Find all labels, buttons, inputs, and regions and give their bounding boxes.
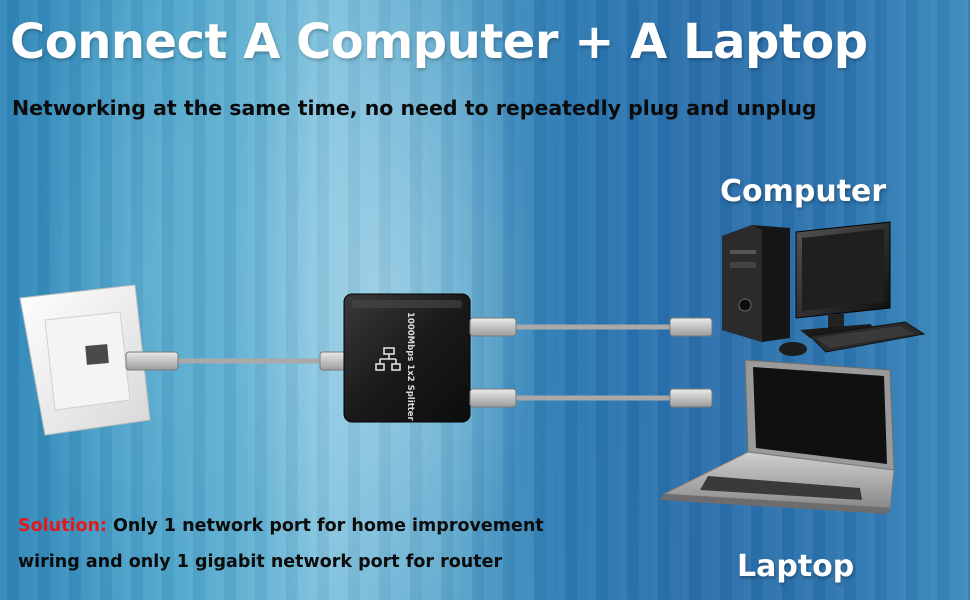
solution-key: Solution: (18, 516, 107, 536)
solution-text-2: wiring and only 1 gigabit network port f… (18, 552, 503, 572)
solution-note: Solution: Only 1 network port for home i… (18, 508, 578, 580)
wall-socket (19, 284, 151, 436)
solution-line-1: Solution: Only 1 network port for home i… (18, 508, 578, 544)
headline: Connect A Computer + A Laptop (10, 14, 868, 70)
cable-splitter-to-computer (469, 317, 713, 337)
splitter-box: 1000Mbps 1x2 Splitter (343, 293, 471, 423)
desktop-computer (722, 221, 926, 356)
subheadline: Networking at the same time, no need to … (12, 96, 817, 120)
cable-splitter-to-laptop (469, 388, 713, 408)
splitter-print: 1000Mbps 1x2 Splitter (405, 312, 415, 421)
cable-wall-to-splitter (125, 351, 347, 371)
laptop-label: Laptop (737, 549, 855, 584)
computer-label: Computer (720, 174, 887, 209)
network-icon (375, 347, 401, 371)
laptop (660, 359, 895, 514)
solution-text-1: Only 1 network port for home improvement (113, 516, 544, 536)
